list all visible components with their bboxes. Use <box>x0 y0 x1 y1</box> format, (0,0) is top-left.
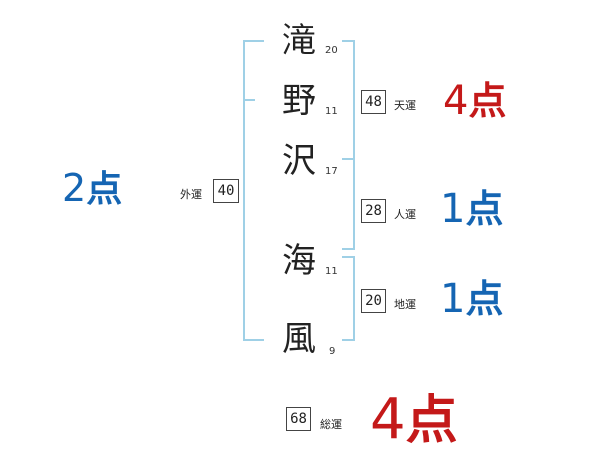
soukaku-score-unit: 点 <box>405 391 458 451</box>
gaikaku-score-unit: 点 <box>86 169 123 210</box>
name-char-4: 海 <box>282 241 316 281</box>
soukaku-score-number: 4 <box>370 387 406 452</box>
chikaku-value-box: 20 <box>361 289 386 313</box>
stroke-count-5: 9 <box>329 346 336 357</box>
tenkaku-value-box: 48 <box>361 90 386 114</box>
soukaku-score: 4 点 <box>370 378 458 453</box>
stroke-count-3: 17 <box>325 166 338 177</box>
tenkaku-label: 天運 <box>394 99 416 112</box>
gaikaku-value-box: 40 <box>213 179 239 203</box>
jinkaku-score: 1 点 <box>440 178 503 233</box>
jinkaku-value-box: 28 <box>361 199 386 223</box>
stroke-count-4: 11 <box>325 266 338 277</box>
chikaku-score-number: 1 <box>440 276 466 322</box>
jinkaku-score-unit: 点 <box>465 187 504 231</box>
soukaku-value-box: 68 <box>286 407 311 431</box>
name-char-3: 沢 <box>282 141 316 181</box>
name-char-5: 風 <box>282 319 316 359</box>
gaikaku-score-number: 2 <box>62 166 87 210</box>
gaikaku-score: 2 点 <box>62 160 122 212</box>
tenkaku-score-unit: 点 <box>468 79 507 123</box>
stroke-count-2: 11 <box>325 106 338 117</box>
tenkaku-score-number: 4 <box>443 78 469 124</box>
chikaku-score-unit: 点 <box>465 277 504 321</box>
chikaku-score: 1 点 <box>440 268 503 323</box>
chikaku-label: 地運 <box>394 298 416 311</box>
jinkaku-score-number: 1 <box>440 186 466 232</box>
name-char-1: 滝 <box>282 21 316 61</box>
jinkaku-label: 人運 <box>394 208 416 221</box>
tenkaku-score: 4 点 <box>443 70 506 125</box>
gaikaku-label: 外運 <box>180 188 202 201</box>
name-char-2: 野 <box>282 81 316 121</box>
soukaku-label: 総運 <box>320 418 342 431</box>
stroke-count-1: 20 <box>325 45 338 56</box>
